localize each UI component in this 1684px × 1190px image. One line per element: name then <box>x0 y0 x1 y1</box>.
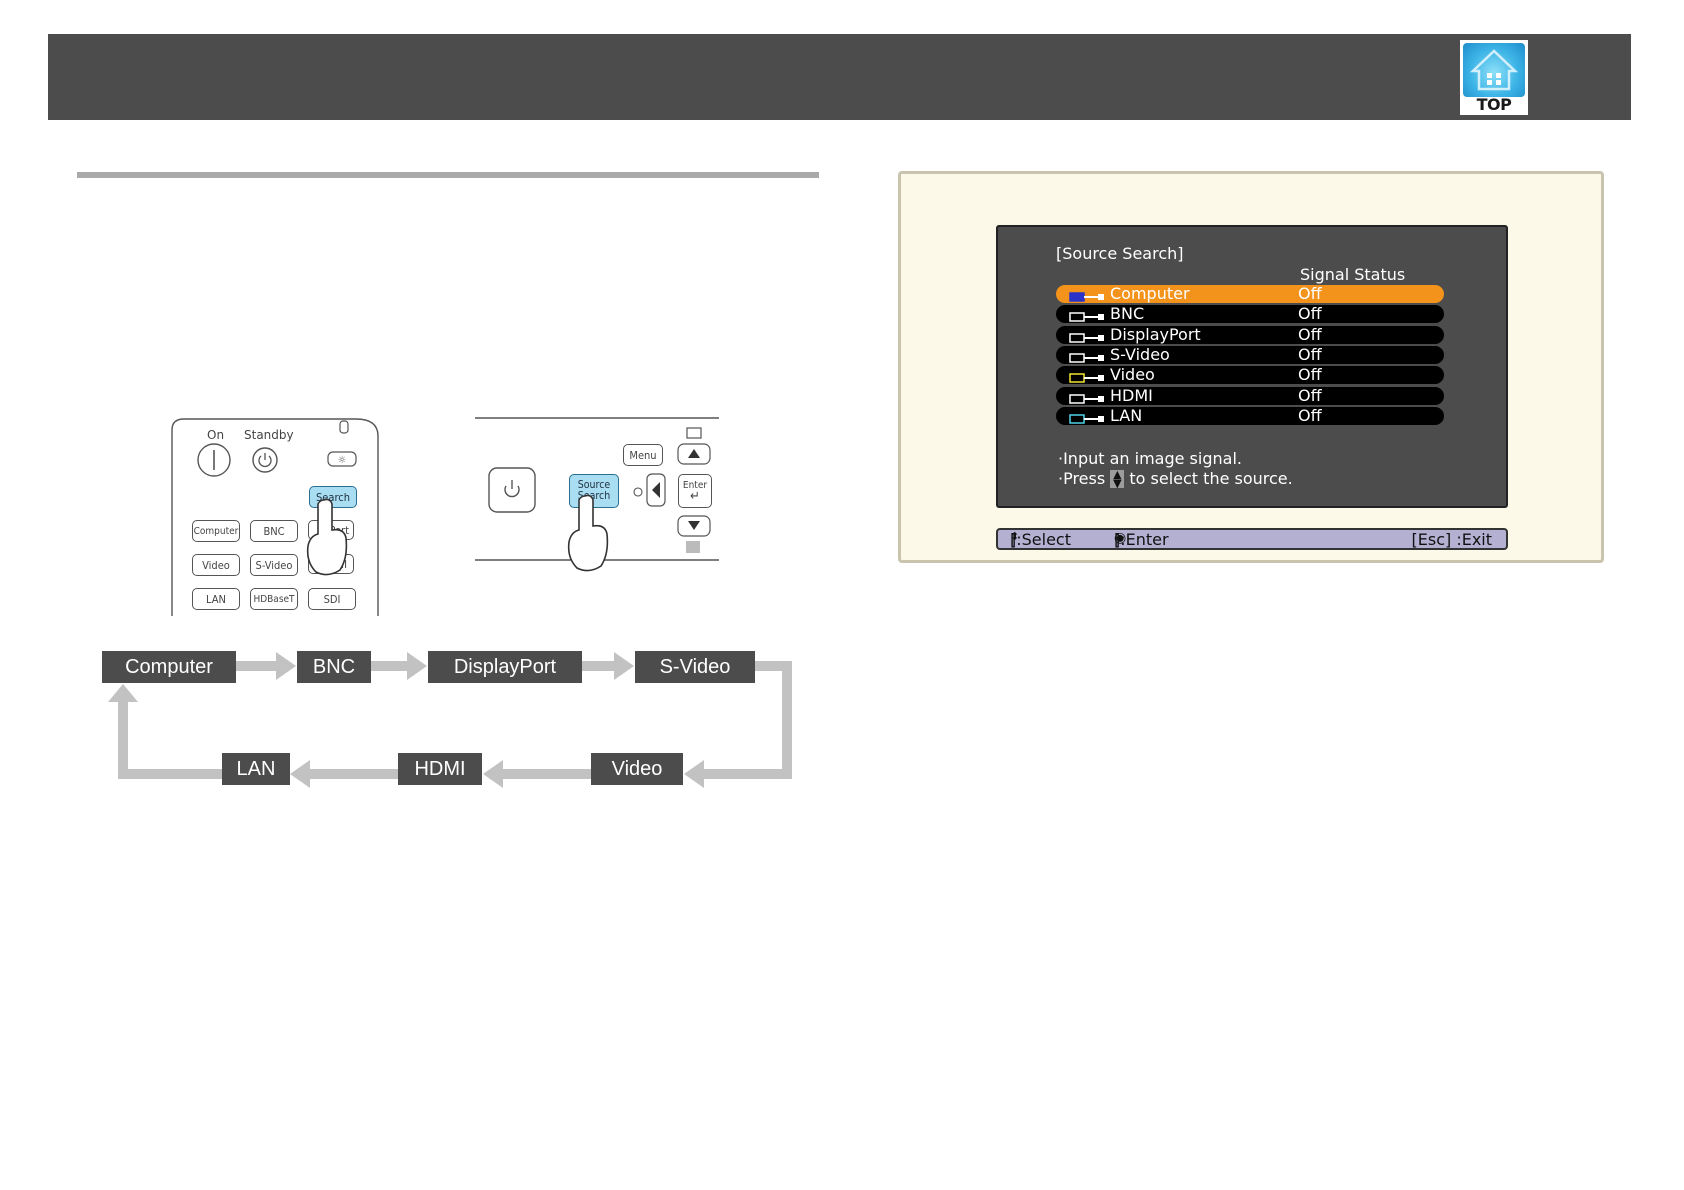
source-row-displayport[interactable]: DisplayPort Off <box>1056 324 1444 344</box>
source-status: Off <box>1298 344 1322 364</box>
source-row-computer[interactable]: Computer Off <box>1056 284 1444 303</box>
footer-enter-text: ]:Enter <box>1114 530 1169 549</box>
flow-step-bnc: BNC <box>297 651 371 683</box>
lan-key[interactable]: LAN <box>192 588 240 610</box>
standby-label: Standby <box>244 428 294 442</box>
on-label: On <box>207 428 225 442</box>
video-port-icon <box>1068 369 1106 383</box>
source-status: Off <box>1298 284 1322 303</box>
source-name: LAN <box>1110 405 1143 425</box>
source-status: Off <box>1298 385 1322 405</box>
osd-message-1: ·Input an image signal. <box>1058 449 1242 468</box>
source-status: Off <box>1298 324 1322 344</box>
source-search-label-2: Search <box>577 490 611 502</box>
source-name: S-Video <box>1110 344 1170 364</box>
video-key[interactable]: Video <box>192 554 240 576</box>
up-down-key-icon: ▲▼ <box>1110 469 1125 489</box>
remote-control-illustration: ☼ On Standby Search Computer BNC Port Vi… <box>170 416 380 616</box>
footer-exit: [Esc] :Exit <box>1411 530 1493 549</box>
flow-step-hdmi: HDMI <box>398 753 482 785</box>
source-name: HDMI <box>1110 385 1153 405</box>
sdi-key[interactable]: SDI <box>308 588 356 610</box>
flow-step-computer: Computer <box>102 651 236 683</box>
enter-arrow-icon: ↵ <box>690 489 700 504</box>
top-button[interactable]: TOP <box>1460 40 1528 115</box>
source-row-s-video[interactable]: S-Video Off <box>1056 344 1444 364</box>
computer-port-icon <box>1068 288 1106 302</box>
bnc-key[interactable]: BNC <box>250 520 298 542</box>
source-status: Off <box>1298 365 1322 385</box>
source-status: Off <box>1298 405 1322 425</box>
source-row-video[interactable]: Video Off <box>1056 365 1444 385</box>
home-icon <box>1463 43 1525 97</box>
flow-step-video: Video <box>591 753 683 785</box>
hdmi-port-icon <box>1068 390 1106 404</box>
pointing-hand-icon <box>306 498 348 576</box>
source-row-hdmi[interactable]: HDMI Off <box>1056 385 1444 405</box>
osd-title: [Source Search] <box>1056 244 1184 263</box>
hdbaset-key[interactable]: HDBaseT <box>250 588 298 610</box>
svg-text:☼: ☼ <box>338 455 347 466</box>
footer-select-bracket: [ <box>1010 530 1017 549</box>
source-row-bnc[interactable]: BNC Off <box>1056 304 1444 324</box>
flow-step-lan: LAN <box>222 753 290 785</box>
svideo-port-icon <box>1068 349 1106 363</box>
source-search-label-1: Source <box>577 479 611 491</box>
footer-enter-bracket: [ <box>1114 530 1121 549</box>
flow-step-displayport: DisplayPort <box>428 651 582 683</box>
signal-status-header: Signal Status <box>1300 265 1406 284</box>
top-button-label: TOP <box>1476 95 1512 114</box>
control-panel-illustration: Menu Enter ↵ Source Search <box>475 416 719 572</box>
enter-icon: ◉ <box>1114 530 1127 546</box>
flow-step-svideo: S-Video <box>635 651 755 683</box>
lan-icon <box>1068 410 1106 424</box>
up-down-icon: ⬍ <box>1010 530 1020 543</box>
osd-message-2: ·Press ▲▼ to select the source. <box>1058 469 1293 489</box>
source-search-key[interactable]: Source Search <box>569 474 619 508</box>
displayport-icon <box>1068 329 1106 343</box>
svideo-key[interactable]: S-Video <box>250 554 298 576</box>
source-name: DisplayPort <box>1110 324 1201 344</box>
computer-key[interactable]: Computer <box>192 520 240 542</box>
source-status: Off <box>1298 304 1322 324</box>
source-search-screen: [Source Search] Signal Status ·Input an … <box>996 225 1508 508</box>
enter-key-label: Enter <box>682 480 708 491</box>
source-name: Video <box>1110 365 1155 385</box>
osd-message-2-b: to select the source. <box>1129 469 1293 488</box>
section-divider <box>77 172 819 178</box>
footer-select-text: ]:Select <box>1010 530 1071 549</box>
enter-key[interactable]: Enter ↵ <box>678 474 712 508</box>
source-row-lan[interactable]: LAN Off <box>1056 405 1444 425</box>
osd-footer-bar: [⬍]:Select [◉]:Enter [Esc] :Exit <box>996 528 1508 550</box>
pointing-hand-icon <box>567 494 609 572</box>
source-name: BNC <box>1110 304 1145 324</box>
source-name: Computer <box>1110 284 1190 303</box>
bnc-port-icon <box>1068 308 1106 323</box>
osd-message-2-a: ·Press <box>1058 469 1106 488</box>
page-header <box>48 34 1631 120</box>
source-order-arrows <box>108 652 792 788</box>
menu-key[interactable]: Menu <box>623 444 663 466</box>
